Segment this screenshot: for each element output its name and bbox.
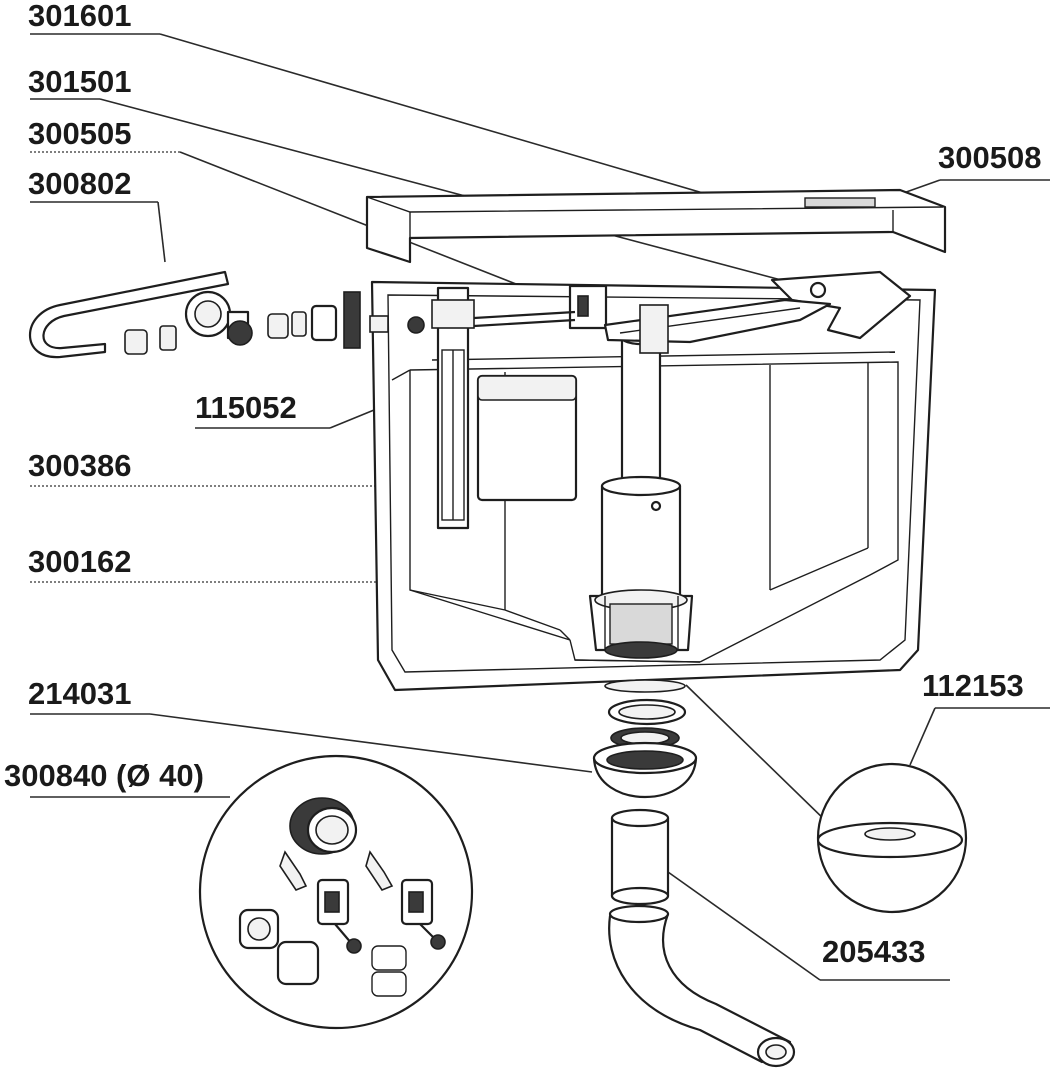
part-labels: 301601 301501 300505 300802 300508 11505…: [4, 0, 1041, 969]
flush-pipe-drawing: [608, 808, 796, 1068]
flush-seal-detail: [816, 762, 968, 914]
label-300386: 300386: [28, 448, 131, 483]
supply-pipe-drawing: [28, 270, 389, 359]
label-300505: 300505: [28, 116, 131, 151]
label-300802: 300802: [28, 166, 131, 201]
fill-valve-drawing: [407, 284, 608, 530]
label-214031: 214031: [28, 676, 131, 711]
label-301601: 301601: [28, 0, 131, 33]
cistern-lid-drawing: [365, 188, 947, 264]
label-205433: 205433: [822, 934, 925, 969]
label-300508: 300508: [938, 140, 1041, 175]
label-300162: 300162: [28, 544, 131, 579]
label-112153: 112153: [922, 668, 1024, 703]
label-301501: 301501: [28, 64, 131, 99]
label-300840: 300840 (Ø 40): [4, 758, 204, 793]
mounting-kit-detail: [198, 754, 474, 1030]
seals-drawing: [592, 679, 698, 798]
label-115052: 115052: [195, 390, 297, 425]
flush-lever-drawing: [603, 270, 912, 354]
